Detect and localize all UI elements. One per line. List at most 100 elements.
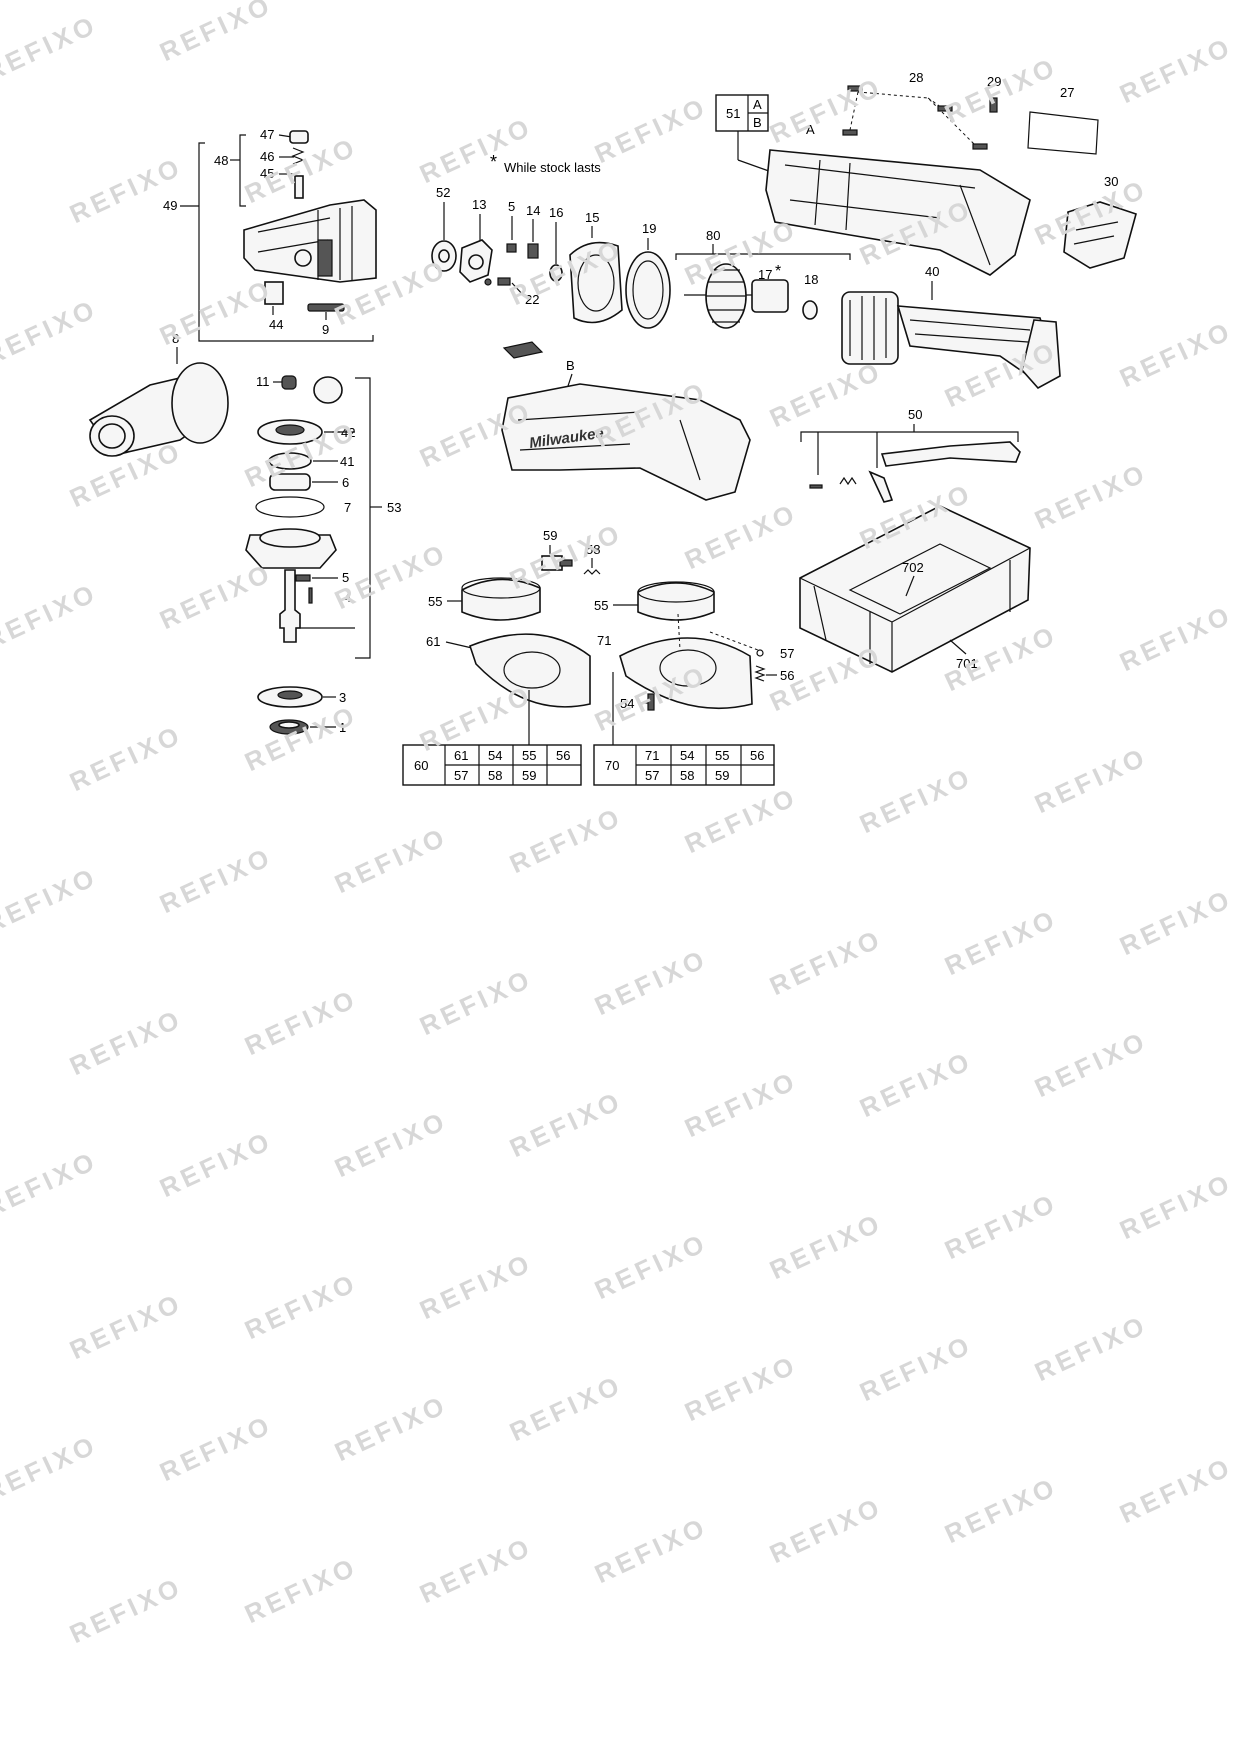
- kit-51-b: B: [753, 115, 762, 130]
- key-4: [308, 587, 313, 604]
- side-handle-group: 8: [88, 331, 229, 457]
- callout-55a: 55: [428, 594, 442, 609]
- callout-30: 30: [1104, 174, 1118, 189]
- screw-14: [527, 243, 539, 259]
- spring-56: [754, 665, 766, 682]
- washer-16: [549, 264, 563, 282]
- callout-59: 59: [543, 528, 557, 543]
- kit-70-cell: 71: [645, 748, 659, 763]
- flange-nut-group: 3 1: [257, 686, 346, 735]
- callout-1: 1: [339, 720, 346, 735]
- screw-9: [307, 303, 345, 312]
- callout-44: 44: [269, 317, 283, 332]
- bracket-53: [355, 377, 371, 659]
- screw-28a: [847, 85, 863, 92]
- spring-50: [839, 476, 857, 486]
- callout-6: 6: [342, 475, 349, 490]
- callout-7: 7: [344, 500, 351, 515]
- callout-8: 8: [172, 331, 179, 346]
- band-55a: [461, 578, 541, 621]
- callout-18: 18: [804, 272, 818, 287]
- motor-parts-row: 52 13 5 14 22 16 15 19: [431, 185, 671, 359]
- kit-60-cell: 54: [488, 748, 502, 763]
- screw-22: [497, 277, 511, 286]
- armature-group: 80 17 * 18: [675, 228, 851, 329]
- kit-70-cell: 58: [680, 768, 694, 783]
- kit-51-id: 51: [726, 106, 740, 121]
- kit-60-cell: 57: [454, 768, 468, 783]
- callout-702: 702: [902, 560, 924, 575]
- callout-54a: 54: [620, 696, 634, 711]
- callout-55b: 55: [594, 598, 608, 613]
- spring-58: [583, 569, 601, 575]
- small-plate: [502, 341, 544, 359]
- callout-B: B: [566, 358, 575, 373]
- callout-49: 49: [163, 198, 177, 213]
- gear-head-group: 49 48 47 46 45 44 9: [163, 127, 377, 342]
- callout-28: 28: [909, 70, 923, 85]
- callout-3: 3: [339, 690, 346, 705]
- label-27: [1027, 111, 1099, 155]
- callout-40: 40: [925, 264, 939, 279]
- screw-28d: [972, 143, 988, 150]
- kit-70-cell: 59: [715, 768, 729, 783]
- bearing-18: [802, 300, 818, 320]
- housing-b-group: B Milwaukee: [501, 358, 751, 501]
- paddle-group: 50: [800, 407, 1021, 503]
- field-stator: [841, 291, 899, 365]
- callout-15: 15: [585, 210, 599, 225]
- bearing-6: [269, 473, 311, 491]
- callout-57: 57: [780, 646, 794, 661]
- callout-27: 27: [1060, 85, 1074, 100]
- o-ring-7: [255, 496, 325, 518]
- bracket-48: [239, 134, 246, 207]
- spindle-group: 53 11 42 41 6 7 5 4: [245, 374, 401, 659]
- note-star: *: [490, 152, 497, 172]
- kit-60-cell: 55: [522, 748, 536, 763]
- callout-A: A: [806, 122, 815, 137]
- callout-45: 45: [260, 166, 274, 181]
- kit-70-cell: 54: [680, 748, 694, 763]
- callout-53: 53: [387, 500, 401, 515]
- callout-58: 58: [586, 542, 600, 557]
- screw-29: [989, 97, 998, 113]
- callout-80: 80: [706, 228, 720, 243]
- kit-60-cell: 61: [454, 748, 468, 763]
- callout-48: 48: [214, 153, 228, 168]
- kit-60-table: 60 61 54 55 56 57 58 59: [402, 744, 582, 786]
- callout-71: 71: [597, 633, 611, 648]
- bushing-44: [264, 281, 284, 305]
- washer-5: [295, 574, 311, 582]
- callout-17: 17: [758, 267, 772, 282]
- clamp-59: [541, 555, 563, 571]
- callout-46: 46: [260, 149, 274, 164]
- callout-29: 29: [987, 74, 1001, 89]
- callout-41: 41: [340, 454, 354, 469]
- kit-60-cell: 59: [522, 768, 536, 783]
- bracket-80: [675, 253, 851, 260]
- callout-47: 47: [260, 127, 274, 142]
- note-text: While stock lasts: [504, 160, 601, 175]
- callout-14: 14: [526, 203, 540, 218]
- guard-group: 59 58 55 55 61 71 57 56 54: [426, 528, 794, 745]
- lock-lever-50: [868, 470, 894, 503]
- callout-52: 52: [436, 185, 450, 200]
- bracket-49: [198, 142, 374, 342]
- callout-11: 11: [256, 374, 270, 389]
- armature-core: [751, 279, 789, 313]
- kit-70-cell: 56: [750, 748, 764, 763]
- callout-61: 61: [426, 634, 440, 649]
- ring-41: [268, 452, 312, 470]
- kit-60-cell: 58: [488, 768, 502, 783]
- guard-61: [469, 633, 591, 708]
- carry-case: [799, 505, 1031, 673]
- housing-a-group: 51 A B A 28 29 27 30: [715, 70, 1137, 276]
- bracket-50: [800, 431, 1019, 442]
- callout-5a: 5: [508, 199, 515, 214]
- screw-54: [647, 693, 655, 711]
- kit-70-id: 70: [605, 758, 619, 773]
- stator-group: 40: [841, 264, 1061, 390]
- housing-b: [501, 383, 751, 501]
- guard-71: [619, 637, 753, 710]
